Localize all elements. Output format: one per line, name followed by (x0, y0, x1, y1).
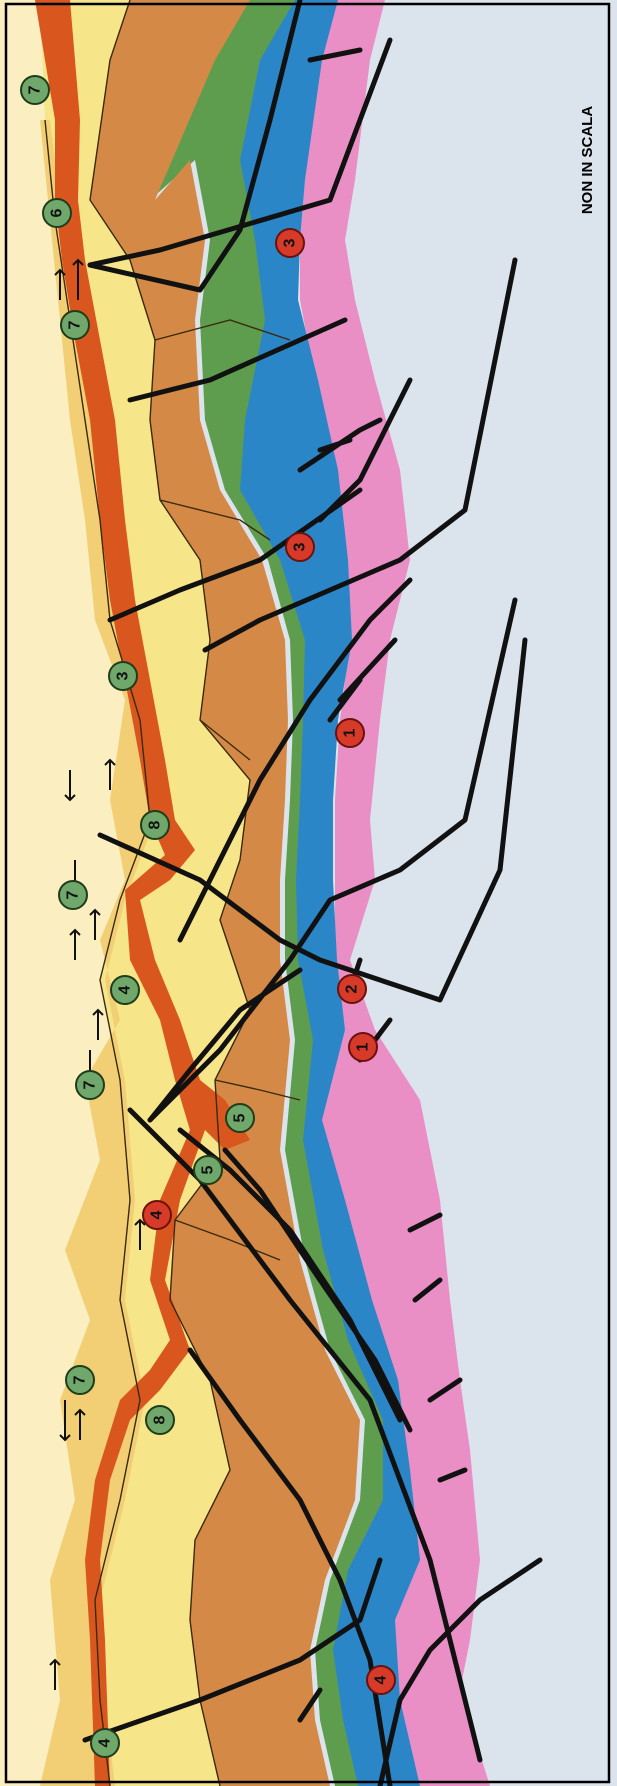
green-unit-marker: 7 (76, 1071, 104, 1099)
red-unit-marker: 4 (143, 1201, 171, 1229)
scale-note: NON IN SCALA (579, 106, 596, 215)
red-unit-marker-label: 1 (342, 728, 359, 737)
green-unit-marker: 7 (59, 881, 87, 909)
green-unit-marker-label: 8 (152, 1415, 169, 1424)
green-unit-marker-label: 4 (117, 985, 134, 994)
green-unit-marker: 6 (43, 199, 71, 227)
green-unit-marker: 3 (109, 662, 137, 690)
red-unit-marker: 1 (349, 1033, 377, 1061)
green-unit-marker: 7 (66, 1366, 94, 1394)
green-unit-marker-label: 5 (232, 1113, 249, 1122)
green-unit-marker-label: 7 (27, 85, 44, 94)
red-unit-marker: 3 (286, 533, 314, 561)
green-unit-marker-label: 7 (65, 890, 82, 899)
red-unit-marker-label: 1 (355, 1042, 372, 1051)
red-unit-marker: 1 (336, 719, 364, 747)
red-unit-marker: 3 (276, 229, 304, 257)
green-unit-marker: 5 (194, 1156, 222, 1184)
red-unit-marker-label: 4 (149, 1210, 166, 1219)
green-unit-marker: 4 (111, 976, 139, 1004)
green-unit-marker: 8 (146, 1406, 174, 1434)
green-unit-marker-label: 7 (82, 1080, 99, 1089)
red-unit-marker: 2 (338, 975, 366, 1003)
green-unit-marker: 4 (91, 1729, 119, 1757)
red-unit-marker-label: 3 (292, 542, 309, 551)
red-unit-marker-label: 4 (373, 1675, 390, 1684)
green-unit-marker: 7 (61, 311, 89, 339)
red-unit-marker-label: 2 (344, 984, 361, 993)
green-unit-marker: 7 (21, 76, 49, 104)
green-unit-marker-label: 8 (147, 820, 164, 829)
green-unit-marker: 5 (226, 1104, 254, 1132)
red-unit-marker: 4 (367, 1666, 395, 1694)
green-unit-marker-label: 6 (49, 208, 66, 217)
green-unit-marker-label: 5 (200, 1165, 217, 1174)
green-unit-marker-label: 7 (72, 1375, 89, 1384)
red-unit-marker-label: 3 (282, 238, 299, 247)
green-unit-marker-label: 7 (67, 320, 84, 329)
green-unit-marker-label: 4 (97, 1738, 114, 1747)
green-unit-marker-label: 3 (115, 671, 132, 680)
green-unit-marker: 8 (141, 811, 169, 839)
